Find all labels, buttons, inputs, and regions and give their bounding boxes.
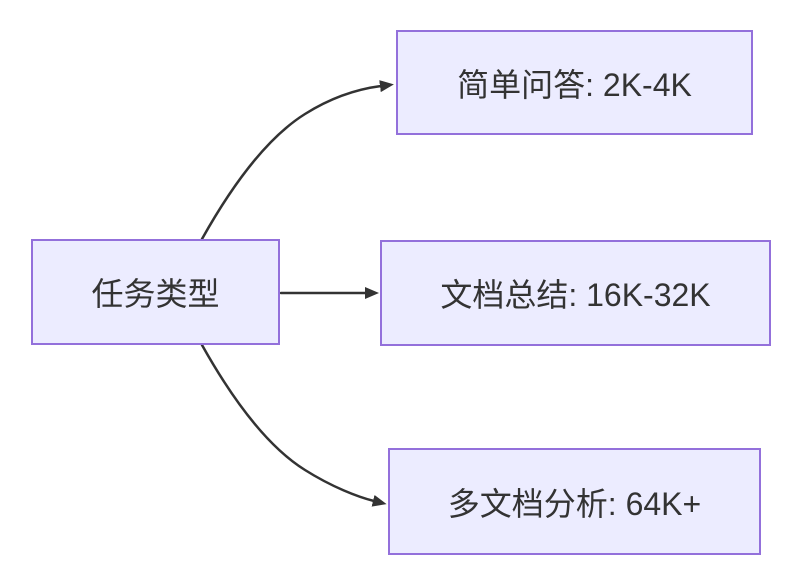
node-simple-qa: 简单问答: 2K-4K bbox=[396, 30, 753, 135]
node-simple-qa-label: 简单问答: 2K-4K bbox=[457, 66, 692, 103]
node-multi-doc-analysis-label: 多文档分析: 64K+ bbox=[447, 485, 702, 522]
node-task-type: 任务类型 bbox=[31, 239, 280, 345]
node-multi-doc-analysis: 多文档分析: 64K+ bbox=[388, 448, 761, 555]
edge-root-to-multi-doc-analysis bbox=[200, 343, 387, 507]
node-task-type-label: 任务类型 bbox=[91, 276, 220, 312]
node-doc-summary: 文档总结: 16K-32K bbox=[380, 240, 771, 346]
edge-root-to-simple-qa bbox=[200, 80, 394, 241]
node-doc-summary-label: 文档总结: 16K-32K bbox=[440, 277, 711, 313]
